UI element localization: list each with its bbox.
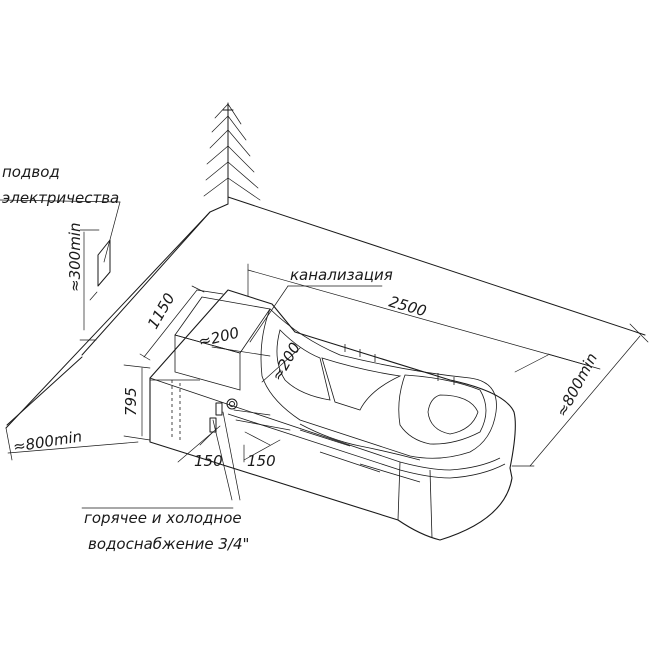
sewer-label: канализация: [290, 266, 393, 284]
water-label-line2: водоснабжение 3/4": [88, 535, 249, 553]
electrical-outlet: [0, 199, 121, 301]
sewer-leader: [249, 285, 383, 343]
dimension-wall-right: [511, 323, 649, 467]
dimension-pipe-right-label: 150: [247, 452, 276, 470]
power-label-line2: электричества: [2, 189, 119, 207]
dimension-length-label: 2500: [387, 293, 429, 321]
dimension-wall-left-label: ≈800min: [12, 427, 83, 456]
dimension-height-label: 795: [122, 387, 140, 416]
dimension-small-lines: [177, 346, 301, 463]
dimension-1150: [139, 285, 224, 361]
water-pipes: [199, 398, 291, 501]
dimension-width-label: 1150: [144, 290, 179, 332]
dimension-pipe-left-label: 150: [194, 452, 223, 470]
wall-hatch-symbol: [203, 102, 261, 205]
dimension-wall-left: [5, 427, 139, 461]
room-outline: [5, 196, 646, 429]
power-height-label: ≈300min: [66, 223, 84, 293]
dimension-wall-right-label: ≈800min: [553, 350, 602, 420]
bathtub: [149, 289, 516, 541]
power-label-line1: подвод: [2, 163, 60, 181]
water-label-line1: горячее и холодное: [84, 509, 242, 527]
power-height-dimension: [79, 229, 100, 341]
dimension-795: [123, 364, 151, 441]
